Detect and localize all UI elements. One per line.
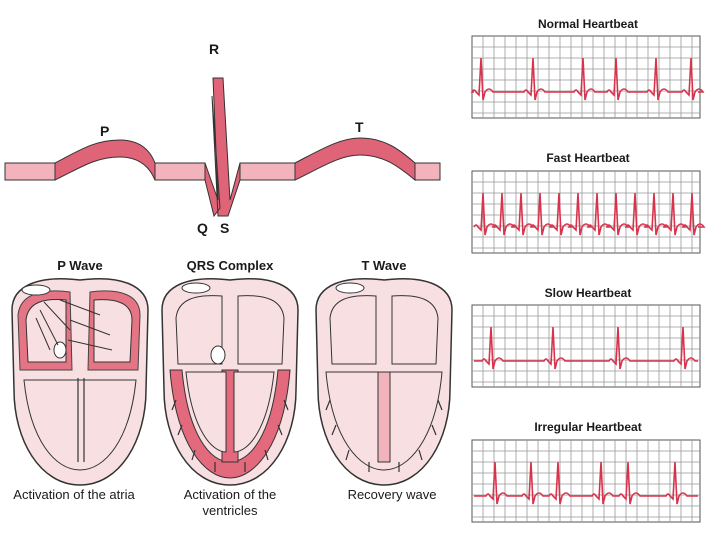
ecg-trace [474,326,698,370]
baseline-segment [154,162,206,181]
ecg-title-irregular: Irregular Heartbeat [534,420,642,434]
qrs-complex-segment [204,77,241,218]
ecg-trace [470,57,705,101]
r-label: R [209,41,220,57]
heart-t-wave [315,278,453,486]
t-wave-segment [294,137,416,182]
ecg-trace [473,192,706,236]
ecg-strip-frame [471,35,701,119]
ecg-title-fast: Fast Heartbeat [546,151,630,165]
ecg-waveform-ribbon [4,77,441,218]
panel-title-qrs-complex: QRS Complex [186,258,274,273]
baseline-segment [239,162,296,181]
ecg-strip-frame [471,439,701,523]
baseline-segment [414,162,441,181]
caption-p-wave: Activation of the atria [13,487,135,502]
t-label: T [355,119,364,135]
ecg-title-slow: Slow Heartbeat [544,286,632,300]
caption-qrs-complex: Activation of the ventricles [183,487,277,518]
ecg-trace [474,461,698,505]
caption-t-wave: Recovery wave [347,487,437,502]
q-label: Q [197,220,208,236]
panel-title-p-wave: P Wave [57,258,103,273]
p-wave-segment [54,139,156,181]
ecg-strip-normal [470,35,705,119]
heart-qrs-complex [161,278,299,486]
panel-title-t-wave: T Wave [361,258,407,273]
heart-p-wave [11,278,149,486]
baseline-segment [4,162,56,181]
ecg-strip-frame [471,304,701,388]
ecg-title-normal: Normal Heartbeat [537,17,639,31]
p-label: P [100,123,110,139]
ecg-strips [470,35,706,523]
ecg-strip-fast [471,170,706,254]
ecg-strip-slow [471,304,701,388]
ecg-strip-irregular [471,439,701,523]
s-label: S [220,220,230,236]
ecg-strip-frame [471,170,701,254]
